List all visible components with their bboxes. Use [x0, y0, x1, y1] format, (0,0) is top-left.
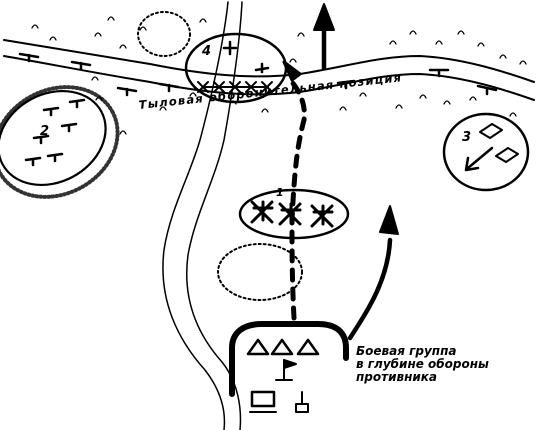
area-2-hatching — [0, 85, 120, 199]
breakthrough-arrowhead-top — [313, 3, 335, 31]
battle-group-units — [246, 338, 320, 356]
area-4-trenches — [222, 40, 270, 74]
area-2-outline — [0, 89, 107, 187]
area-2-trenches — [24, 98, 86, 167]
area-2-number: 2 — [40, 124, 50, 139]
defense-line-lower — [3, 55, 535, 101]
area-1-crossed-units — [250, 200, 334, 228]
defense-line-upper — [3, 39, 535, 83]
road-left — [162, 1, 229, 430]
area-3-number: 3 — [462, 130, 472, 145]
radio-icon — [295, 391, 309, 413]
battle-group-caption: Боевая группа в глубине обороны противни… — [356, 345, 489, 384]
dotted-area-middle — [217, 243, 303, 301]
area-3-arrowhead — [464, 156, 480, 172]
advance-dashed-arrowhead — [282, 60, 302, 82]
area-3-outline — [442, 112, 530, 192]
area-4-number: 4 — [202, 44, 212, 59]
advance-dashed-path — [289, 79, 307, 321]
caption-line-1: Боевая группа — [356, 344, 457, 358]
battle-group-bracket — [229, 321, 349, 397]
area-1-number: 1 — [276, 186, 284, 199]
vehicle-icon — [250, 390, 276, 408]
dotted-area-top — [137, 11, 191, 57]
command-post-flag — [275, 359, 297, 381]
caption-line-2: в глубине обороны — [356, 357, 489, 371]
area-3-arrow — [466, 146, 494, 170]
maneuver-arrow-right — [347, 237, 393, 341]
maneuver-arrowhead-right — [379, 205, 399, 235]
caption-line-3: противника — [356, 370, 438, 384]
trench-marks — [18, 52, 498, 97]
obstacle-crosses-4 — [197, 81, 273, 93]
area-3-tanks — [479, 123, 519, 163]
